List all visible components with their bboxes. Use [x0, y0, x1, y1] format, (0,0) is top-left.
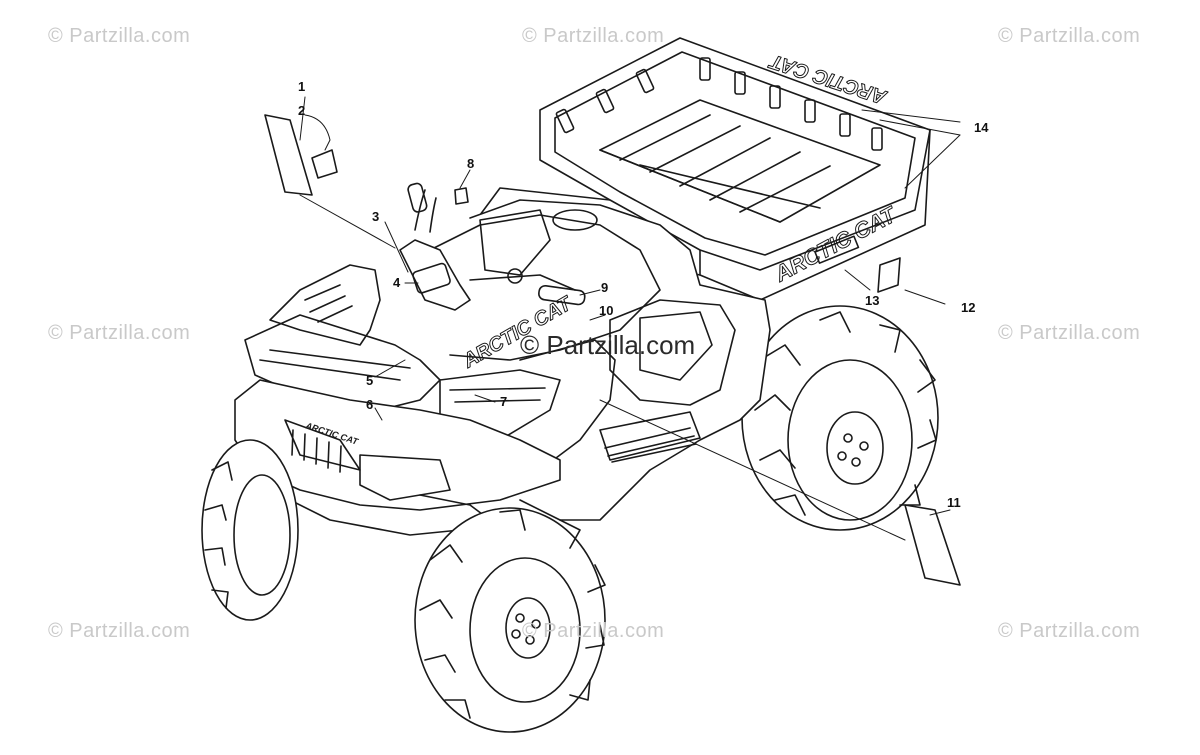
callout-6: 6: [366, 397, 374, 412]
right-grip: [538, 284, 586, 306]
callout-13: 13: [865, 293, 880, 308]
watermark-bottom-left: © Partzilla.com: [48, 620, 191, 642]
atv-body: ARCTIC CAT: [429, 199, 771, 521]
fuel-cap: [552, 209, 598, 231]
decal-1-shape: [264, 114, 313, 196]
rear-wheel: [741, 305, 939, 531]
callout-2: 2: [298, 103, 306, 118]
callout-7: 7: [500, 394, 508, 409]
callout-9: 9: [601, 280, 609, 295]
decal-12-shape: [877, 257, 901, 293]
callout-11: 11: [947, 495, 961, 510]
callout-8: 8: [467, 156, 475, 171]
right-storage-lid: [639, 311, 713, 381]
cargo-rear-wall-slots: [555, 57, 883, 151]
decal-8-shape: [454, 187, 469, 205]
leader-lines: [299, 96, 961, 541]
callout-1: 1: [298, 79, 306, 94]
callout-3: 3: [372, 209, 380, 224]
watermark-mid-left: © Partzilla.com: [48, 322, 191, 344]
watermark-bottom-right: © Partzilla.com: [998, 620, 1141, 642]
callout-10: 10: [599, 303, 614, 318]
callout-5: 5: [366, 373, 374, 388]
front-right-wheel: [414, 507, 606, 733]
watermark-center: © Partzilla.com: [520, 330, 696, 360]
callout-14: 14: [974, 120, 989, 135]
decal-2-shape: [311, 149, 338, 179]
watermark-mid-right: © Partzilla.com: [998, 322, 1141, 344]
watermark-top-left: © Partzilla.com: [48, 25, 191, 47]
watermark-top-right: © Partzilla.com: [998, 25, 1141, 47]
watermark-top-center: © Partzilla.com: [522, 25, 665, 47]
callout-12: 12: [961, 300, 976, 315]
front-rack: [244, 264, 561, 441]
callout-4: 4: [393, 275, 401, 290]
decal-13-rect: [814, 235, 860, 264]
decal-11-shape: [904, 504, 961, 586]
front-left-wheel: [201, 439, 299, 621]
left-storage-lid: [479, 209, 551, 276]
left-grip: [407, 182, 428, 213]
watermark-bottom-center: © Partzilla.com: [522, 620, 665, 642]
handlebars: [399, 182, 586, 311]
